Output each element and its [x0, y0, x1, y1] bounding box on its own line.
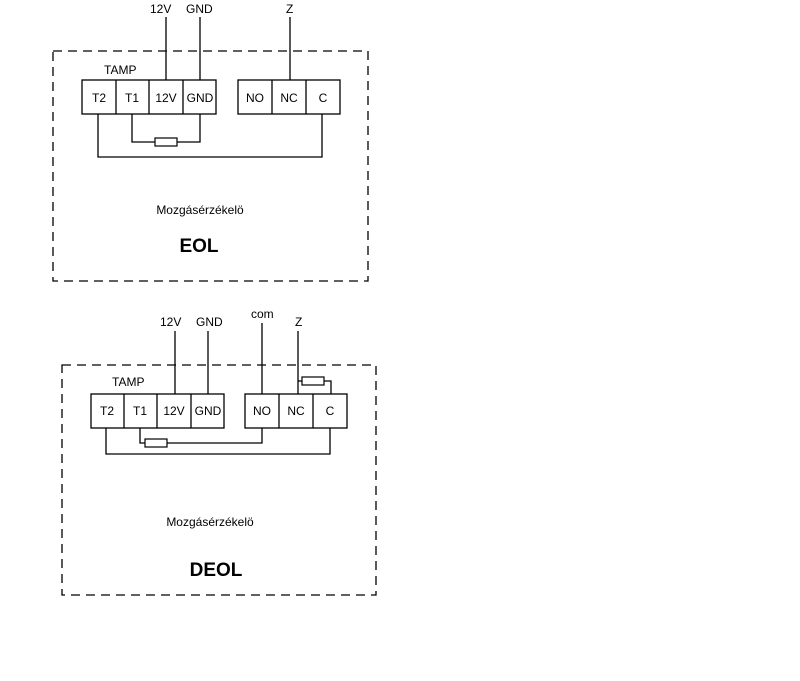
deol-block-right-frame: [244, 393, 348, 429]
eol-block-right-frame: [237, 79, 341, 115]
deol-wire-t1-resistor: [139, 428, 145, 444]
deol-sensor-outline: [61, 364, 377, 596]
deol-terminal-12v: 12V: [163, 404, 184, 418]
deol-diagram: 12V GND com Z TAMP T2 T1 12V GND: [61, 307, 377, 596]
deol-terminal-no: NO: [253, 404, 271, 418]
deol-terminal-block-left: T2 T1 12V GND: [90, 393, 225, 429]
eol-resistor-icon: [154, 137, 178, 147]
deol-terminal-c: C: [326, 404, 335, 418]
deol-label-zone: Z: [295, 315, 302, 329]
eol-wire-loop: [97, 114, 323, 158]
eol-wire-t1-resistor: [131, 114, 155, 143]
eol-terminal-nc: NC: [280, 91, 298, 105]
deol-sensor-label: Mozgásérzékelö: [166, 515, 254, 529]
deol-terminal-block-right: NO NC C: [244, 393, 348, 429]
deol-resistor-bottom-icon: [144, 438, 168, 448]
eol-terminal-c: C: [319, 91, 328, 105]
deol-label-com: com: [251, 307, 274, 321]
eol-terminal-gnd: GND: [187, 91, 214, 105]
eol-terminal-block-right: NO NC C: [237, 79, 341, 115]
deol-label-tamp: TAMP: [112, 375, 144, 389]
deol-wire-resistor-c: [324, 380, 332, 394]
eol-sensor-label: Mozgásérzékelö: [156, 203, 244, 217]
eol-terminal-12v: 12V: [155, 91, 176, 105]
eol-label-zone: Z: [286, 2, 293, 16]
deol-title: DEOL: [190, 560, 243, 581]
deol-terminal-nc: NC: [287, 404, 305, 418]
deol-terminal-t1: T1: [133, 404, 147, 418]
deol-resistor-top-icon: [301, 376, 325, 386]
eol-terminal-t1: T1: [125, 91, 139, 105]
eol-wire-resistor-gnd: [177, 114, 201, 143]
eol-label-tamp: TAMP: [104, 63, 136, 77]
deol-wire-resistor-no: [167, 428, 263, 444]
eol-terminal-t2: T2: [92, 91, 106, 105]
deol-wire-loop: [105, 428, 331, 455]
deol-terminal-gnd: GND: [195, 404, 222, 418]
eol-title: EOL: [179, 236, 218, 257]
eol-terminal-block-left: T2 T1 12V GND: [81, 79, 217, 115]
deol-terminal-t2: T2: [100, 404, 114, 418]
deol-label-12v: 12V: [160, 315, 181, 329]
eol-label-gnd: GND: [186, 2, 213, 16]
eol-label-12v: 12V: [150, 2, 171, 16]
eol-sensor-outline: [52, 50, 369, 282]
deol-label-gnd: GND: [196, 315, 223, 329]
eol-terminal-no: NO: [246, 91, 264, 105]
eol-diagram: 12V GND Z TAMP T2 T1 12V GND NO NC C: [52, 2, 369, 282]
